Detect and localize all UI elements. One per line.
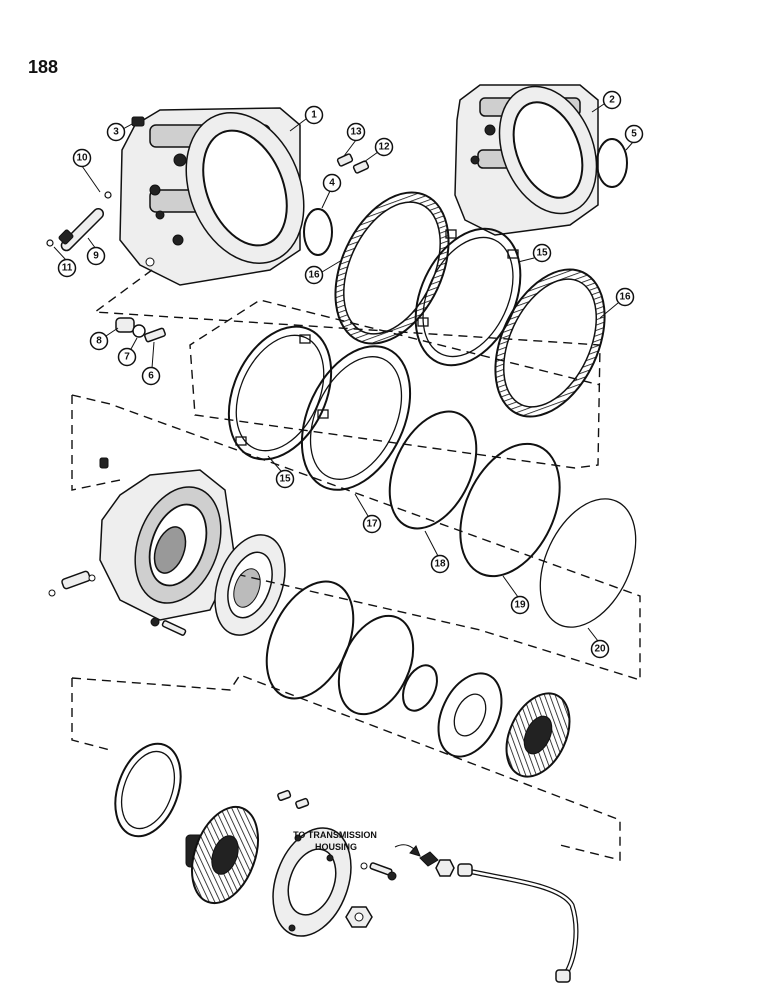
separator-plate-15-upper — [414, 227, 522, 367]
page-number: 188 — [28, 57, 58, 77]
svg-text:2: 2 — [609, 95, 615, 106]
svg-text:3: 3 — [113, 127, 119, 138]
note-line-1: TO TRANSMISSION — [293, 830, 377, 840]
friction-disc-16-lower — [494, 268, 606, 418]
separator-plate-15-lower — [227, 325, 333, 461]
callout-13: 13 — [346, 122, 366, 142]
svg-text:4: 4 — [329, 178, 335, 189]
note-line-2: HOUSING — [315, 842, 357, 852]
svg-text:11: 11 — [62, 263, 73, 274]
svg-text:9: 9 — [93, 251, 99, 262]
plate-bottom-left — [114, 742, 182, 838]
seal-ring-20 — [539, 498, 637, 628]
brake-housing-right — [454, 84, 599, 236]
callout-5: 5 — [624, 124, 644, 144]
seal-ring-18 — [388, 410, 478, 530]
end-plate — [272, 827, 352, 937]
bolt-lower — [150, 617, 187, 636]
assembly-line-upper — [93, 269, 601, 469]
svg-text:15: 15 — [279, 474, 291, 485]
svg-text:13: 13 — [350, 127, 362, 138]
callout-9: 9 — [86, 246, 106, 266]
separator-plate-lower — [437, 672, 503, 758]
callout-6: 6 — [141, 366, 161, 386]
svg-text:16: 16 — [619, 292, 631, 303]
friction-disc-lower — [505, 692, 571, 778]
hub-disc — [185, 805, 259, 905]
svg-text:15: 15 — [536, 248, 548, 259]
dowel-bottom — [277, 789, 292, 801]
svg-text:5: 5 — [631, 129, 637, 140]
callout-8: 8 — [89, 331, 109, 351]
svg-text:1: 1 — [311, 110, 317, 121]
callout-11: 11 — [57, 258, 77, 278]
arrow-head — [409, 845, 421, 857]
small-hardware-top — [46, 116, 370, 343]
svg-text:16: 16 — [308, 270, 320, 281]
callout-20: 20 — [590, 639, 610, 659]
svg-text:8: 8 — [96, 336, 102, 347]
assembly-line-middle — [71, 394, 641, 681]
ring-lower-2 — [337, 614, 415, 716]
callout-19: 19 — [510, 595, 530, 615]
svg-text:10: 10 — [76, 153, 88, 164]
callout-16-lower: 16 — [615, 287, 635, 307]
ring-lower-3 — [402, 664, 438, 712]
svg-text:6: 6 — [148, 371, 154, 382]
seal-ring-19 — [459, 442, 561, 578]
svg-text:7: 7 — [124, 352, 130, 363]
snap-ring-4 — [303, 208, 333, 256]
bearing-retainer — [214, 534, 286, 636]
bolt-bottom — [360, 862, 397, 881]
callout-7: 7 — [117, 347, 137, 367]
brake-line — [419, 851, 579, 983]
nut-bottom — [345, 906, 373, 928]
brake-housing-left — [119, 107, 305, 286]
callout-12: 12 — [374, 137, 394, 157]
callout-17: 17 — [362, 514, 382, 534]
svg-text:19: 19 — [514, 600, 526, 611]
brake-carrier — [48, 457, 236, 621]
friction-disc-16-upper — [334, 191, 450, 345]
svg-text:17: 17 — [366, 519, 378, 530]
callout-10: 10 — [72, 148, 92, 168]
callout-18: 18 — [430, 554, 450, 574]
callout-4: 4 — [322, 173, 342, 193]
dowel-bottom-2 — [295, 797, 310, 809]
piston-17 — [300, 345, 412, 491]
svg-text:12: 12 — [378, 142, 390, 153]
snap-ring-5 — [596, 138, 628, 188]
callout-1: 1 — [304, 105, 324, 125]
assembly-line-lower — [71, 674, 621, 861]
svg-text:18: 18 — [434, 559, 446, 570]
callout-16-upper: 16 — [304, 265, 324, 285]
callout-15-upper: 15 — [532, 243, 552, 263]
svg-text:20: 20 — [594, 644, 606, 655]
callout-3: 3 — [106, 122, 126, 142]
callout-2: 2 — [602, 90, 622, 110]
callout-15-lower: 15 — [275, 469, 295, 489]
